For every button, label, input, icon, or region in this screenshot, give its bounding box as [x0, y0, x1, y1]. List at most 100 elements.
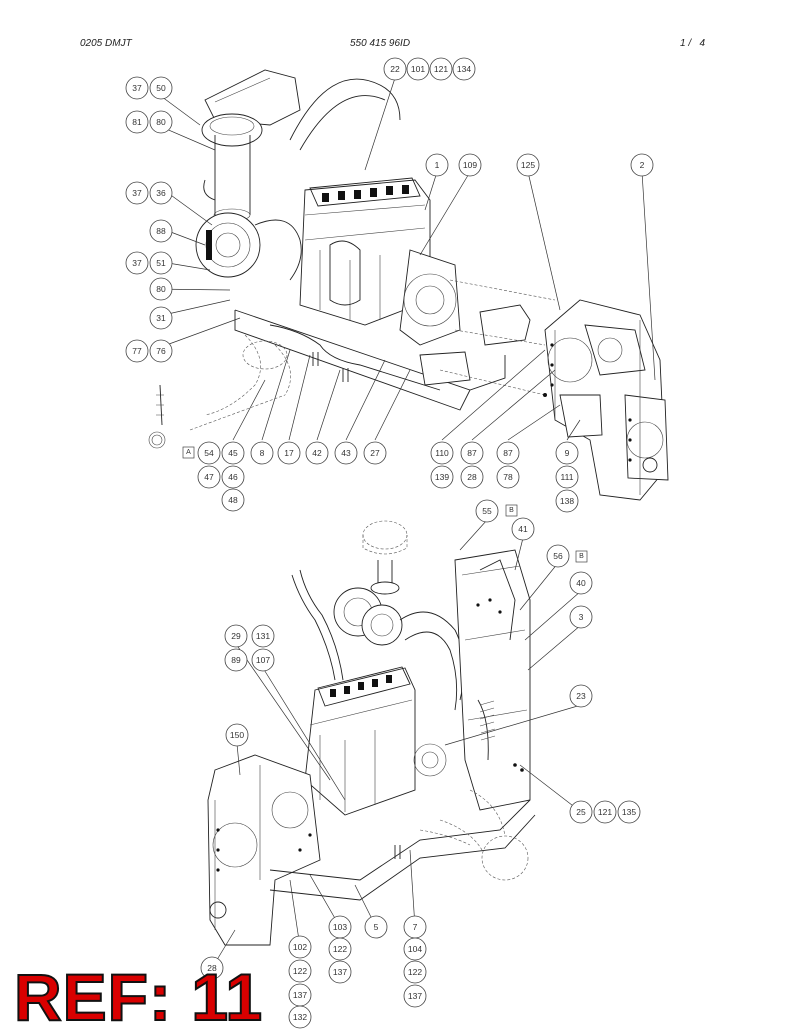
callout-bubble: 132 — [288, 1005, 312, 1029]
callout-bubble: 1 — [425, 153, 449, 177]
callout-bubble: 28 — [460, 465, 484, 489]
callout-bubble: 76 — [149, 339, 173, 363]
callout-bubble: 56 — [546, 544, 570, 568]
reference-stamp: REF: 11 — [13, 960, 264, 1034]
callout-bubble: 121 — [429, 57, 453, 81]
svg-text:87: 87 — [467, 448, 477, 458]
svg-text:1: 1 — [435, 160, 440, 170]
callout-bubble: 25 — [569, 800, 593, 824]
callout-bubble: 87 — [460, 441, 484, 465]
callout-bubble: 54 — [197, 441, 221, 465]
view-marker-b-label: B — [509, 507, 514, 514]
svg-text:80: 80 — [156, 117, 166, 127]
callout-bubble: 138 — [555, 489, 579, 513]
svg-text:137: 137 — [333, 967, 347, 977]
callout-bubble: 110 — [430, 441, 454, 465]
callout-bubble: 122 — [328, 937, 352, 961]
svg-text:46: 46 — [228, 472, 238, 482]
svg-text:25: 25 — [576, 807, 586, 817]
svg-text:37: 37 — [132, 83, 142, 93]
svg-text:76: 76 — [156, 346, 166, 356]
callout-bubble: 17 — [277, 441, 301, 465]
svg-text:48: 48 — [228, 495, 238, 505]
callout-bubble: 37 — [125, 76, 149, 100]
header-page-number: 1 / 4 — [680, 38, 706, 49]
callout-bubble: 51 — [149, 251, 173, 275]
callout-bubble: 7 — [403, 915, 427, 939]
callout-bubble: 104 — [403, 937, 427, 961]
callout-bubble: 41 — [511, 517, 535, 541]
callout-bubble: 107 — [251, 648, 275, 672]
top-callouts: 37 50 81 80 22 101 121 134 37 36 1 109 1… — [125, 57, 654, 513]
callout-bubble: 55 — [475, 499, 499, 523]
svg-text:150: 150 — [230, 730, 244, 740]
svg-text:31: 31 — [156, 313, 166, 323]
svg-text:111: 111 — [561, 472, 574, 482]
svg-text:23: 23 — [576, 691, 586, 701]
view-marker-b — [505, 504, 518, 517]
svg-text:101: 101 — [411, 64, 425, 74]
callout-bubble: 2 — [630, 153, 654, 177]
svg-text:80: 80 — [156, 284, 166, 294]
svg-text:54: 54 — [204, 448, 214, 458]
svg-text:56: 56 — [553, 551, 563, 561]
callout-bubble: 150 — [225, 723, 249, 747]
svg-text:88: 88 — [156, 226, 166, 236]
callout-bubble: 80 — [149, 110, 173, 134]
svg-text:22: 22 — [390, 64, 400, 74]
callout-bubble: 89 — [224, 648, 248, 672]
callout-bubble: 37 — [125, 251, 149, 275]
svg-text:107: 107 — [256, 655, 270, 665]
svg-text:7: 7 — [413, 922, 418, 932]
callout-bubble: 77 — [125, 339, 149, 363]
callout-bubble: 29 — [224, 624, 248, 648]
svg-text:28: 28 — [467, 472, 477, 482]
svg-text:77: 77 — [132, 346, 142, 356]
callout-bubble: 88 — [149, 219, 173, 243]
callout-bubble: 9 — [555, 441, 579, 465]
callout-bubble: 28 — [200, 956, 224, 980]
svg-text:102: 102 — [293, 942, 307, 952]
svg-text:37: 37 — [132, 258, 142, 268]
callout-bubble: 43 — [334, 441, 358, 465]
callout-bubble: 125 — [516, 153, 540, 177]
svg-text:135: 135 — [622, 807, 636, 817]
svg-text:122: 122 — [293, 966, 307, 976]
svg-text:27: 27 — [370, 448, 380, 458]
view-marker-b-2 — [575, 550, 588, 563]
svg-text:137: 137 — [408, 991, 422, 1001]
svg-text:87: 87 — [503, 448, 513, 458]
callout-bubble: 137 — [403, 984, 427, 1008]
svg-text:122: 122 — [333, 944, 347, 954]
callout-bubble: 103 — [328, 915, 352, 939]
svg-text:41: 41 — [518, 524, 528, 534]
svg-text:55: 55 — [482, 506, 492, 516]
callout-bubble: 80 — [149, 277, 173, 301]
svg-text:50: 50 — [156, 83, 166, 93]
svg-text:110: 110 — [435, 448, 449, 458]
callout-bubble: 111 — [555, 465, 579, 489]
svg-text:51: 51 — [156, 258, 166, 268]
svg-text:3: 3 — [579, 612, 584, 622]
svg-text:45: 45 — [228, 448, 238, 458]
svg-text:43: 43 — [341, 448, 351, 458]
callout-bubble: 37 — [125, 181, 149, 205]
svg-text:137: 137 — [293, 990, 307, 1000]
svg-text:139: 139 — [435, 472, 449, 482]
callout-bubble: 87 — [496, 441, 520, 465]
svg-text:104: 104 — [408, 944, 422, 954]
callout-bubble: 122 — [288, 959, 312, 983]
svg-text:134: 134 — [457, 64, 471, 74]
callout-bubble: 27 — [363, 441, 387, 465]
callout-bubble: 139 — [430, 465, 454, 489]
callout-bubble: 101 — [406, 57, 430, 81]
header-part-number: 550 415 96ID — [350, 38, 411, 49]
callout-bubble: 81 — [125, 110, 149, 134]
top-engine-assembly — [148, 69, 669, 501]
callout-bubble: 31 — [149, 306, 173, 330]
callout-bubble: 50 — [149, 76, 173, 100]
callout-bubble: 78 — [496, 465, 520, 489]
svg-text:125: 125 — [521, 160, 535, 170]
